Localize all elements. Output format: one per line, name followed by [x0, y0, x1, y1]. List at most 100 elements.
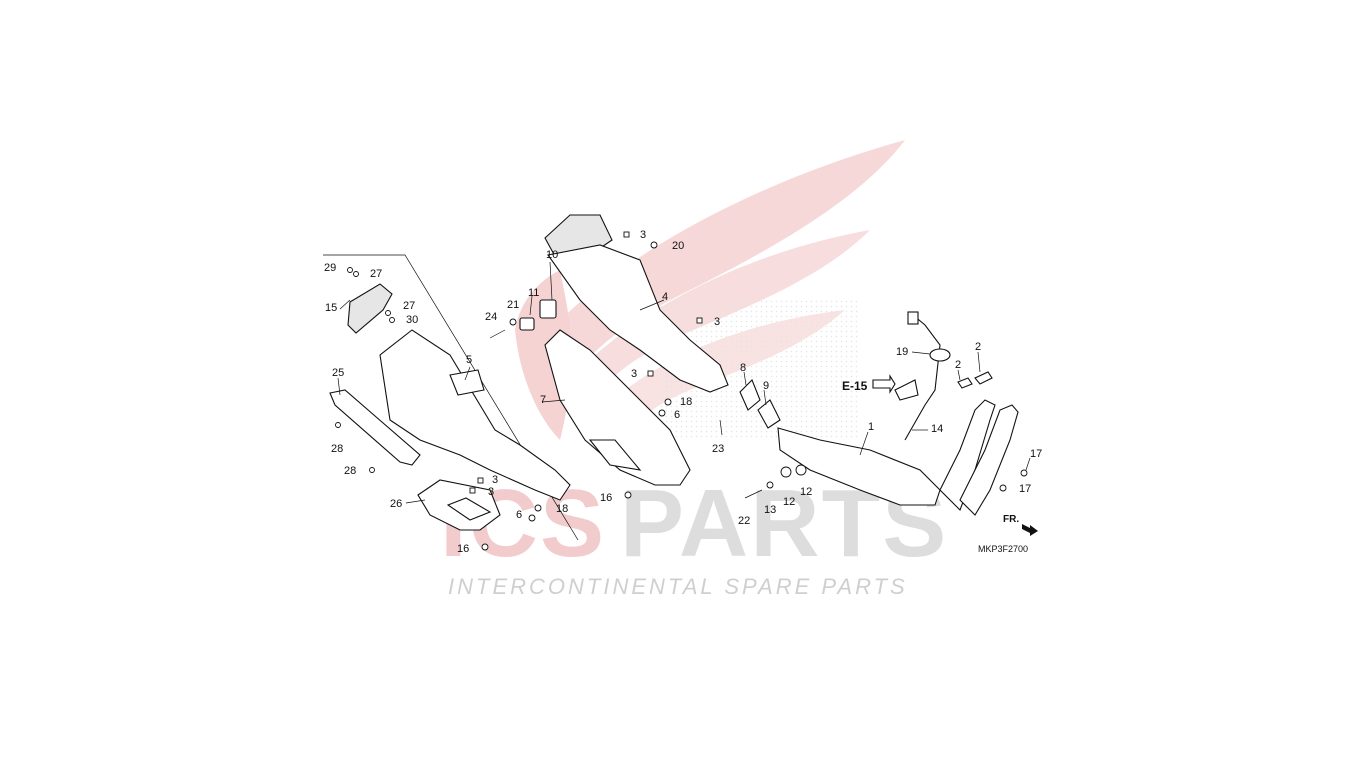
callout-3d: 3 [492, 474, 498, 486]
grommet-18a [534, 504, 542, 512]
callout-3b: 3 [714, 316, 720, 328]
callout-24: 24 [485, 311, 497, 323]
front-label: FR. [1003, 514, 1019, 525]
lower-cover-slot [446, 497, 492, 521]
callout-21: 21 [507, 299, 519, 311]
callout-9: 9 [763, 380, 769, 392]
clamp-19 [929, 348, 951, 362]
callout-3c: 3 [631, 368, 637, 380]
grommet-18b [664, 398, 672, 406]
callout-1: 1 [868, 421, 874, 433]
bolt-16b [624, 491, 632, 499]
collar-6b [658, 409, 666, 417]
callout-8: 8 [740, 362, 746, 374]
diagram-code: MKP3F2700 [978, 544, 1028, 554]
callout-15: 15 [325, 302, 337, 314]
protector-assembly [519, 214, 729, 486]
bolt-24 [489, 329, 506, 339]
callout-18b: 18 [556, 503, 568, 515]
band [329, 389, 421, 466]
washer-13 [766, 481, 774, 489]
callout-23: 23 [712, 443, 724, 455]
callout-30: 30 [406, 314, 418, 326]
clip-3e [647, 370, 654, 377]
exhaust-pipe-main [777, 427, 941, 506]
callout-6a: 6 [674, 409, 680, 421]
callout-27a: 27 [370, 268, 382, 280]
callout-22: 22 [738, 515, 750, 527]
callout-3a: 3 [640, 229, 646, 241]
bolt-22 [744, 489, 763, 499]
callout-25: 25 [332, 367, 344, 379]
nut-17b [999, 484, 1007, 492]
front-arrow-icon [1022, 524, 1038, 536]
exhaust-pipe-front-2 [959, 404, 1019, 516]
clip-3d [696, 317, 703, 324]
nut-17a [1020, 469, 1028, 477]
reference-label: E-15 [842, 379, 868, 393]
gasket-2-right [974, 371, 993, 385]
callout-20: 20 [672, 240, 684, 252]
side-cover-slot [588, 439, 642, 471]
callout-4: 4 [662, 291, 668, 303]
callout-2a: 2 [955, 359, 961, 371]
nut-30 [389, 317, 395, 323]
end-cap [347, 283, 393, 334]
exhaust-pipe-assembly [739, 311, 1019, 516]
watermark-tagline: INTERCONTINENTAL SPARE PARTS [448, 574, 908, 599]
bolt-23 [719, 419, 723, 436]
callout-2b: 2 [975, 341, 981, 353]
callout-17a: 17 [1030, 448, 1042, 460]
bolt-16a [481, 543, 489, 551]
callout-12a: 12 [783, 496, 795, 508]
callout-7: 7 [540, 394, 546, 406]
washer-27a [353, 271, 359, 277]
screw-28b [369, 467, 375, 473]
clip-3b [469, 487, 476, 494]
callout-10: 10 [546, 249, 558, 261]
clip-3c [623, 231, 630, 238]
o2-connector [907, 311, 919, 325]
callout-26: 26 [390, 498, 402, 510]
e15-arrow [872, 374, 896, 394]
callout-13: 13 [764, 504, 776, 516]
leader-lines [337, 261, 1031, 504]
hardware [335, 231, 1028, 551]
washer-21 [509, 318, 517, 326]
screw-28a [335, 422, 341, 428]
callout-28b: 28 [344, 465, 356, 477]
side-cover [544, 329, 691, 486]
nut-12b [795, 464, 807, 476]
callout-3e: 3 [488, 486, 494, 498]
callout-17b: 17 [1019, 483, 1031, 495]
callout-labels: 1 2 2 3 3 3 3 3 4 5 6 6 7 8 9 10 11 12 1… [324, 229, 1042, 555]
callout-19: 19 [896, 346, 908, 358]
collar-6a [528, 514, 536, 522]
grommet [519, 317, 535, 331]
callout-27b: 27 [403, 300, 415, 312]
o2-sensor-wire [904, 314, 941, 441]
nut-12a [780, 466, 792, 478]
callout-28a: 28 [331, 443, 343, 455]
muffler-body [379, 329, 571, 501]
callout-16a: 16 [600, 492, 612, 504]
callout-12b: 12 [800, 486, 812, 498]
callout-18a: 18 [680, 396, 692, 408]
gasket-8 [739, 379, 761, 411]
gasket-2-left [957, 377, 973, 389]
collar [539, 299, 557, 319]
muffler-assembly [329, 283, 571, 531]
clip-3a [477, 477, 484, 484]
callout-14: 14 [931, 423, 943, 435]
callout-29: 29 [324, 262, 336, 274]
front-direction-indicator: FR. [1003, 514, 1038, 536]
bolt-29 [347, 267, 353, 273]
washer-27b [385, 310, 391, 316]
callout-6b: 6 [516, 509, 522, 521]
callout-5: 5 [466, 354, 472, 366]
nut-20 [650, 241, 658, 249]
callout-11: 11 [528, 287, 539, 299]
callout-16b: 16 [457, 543, 469, 555]
